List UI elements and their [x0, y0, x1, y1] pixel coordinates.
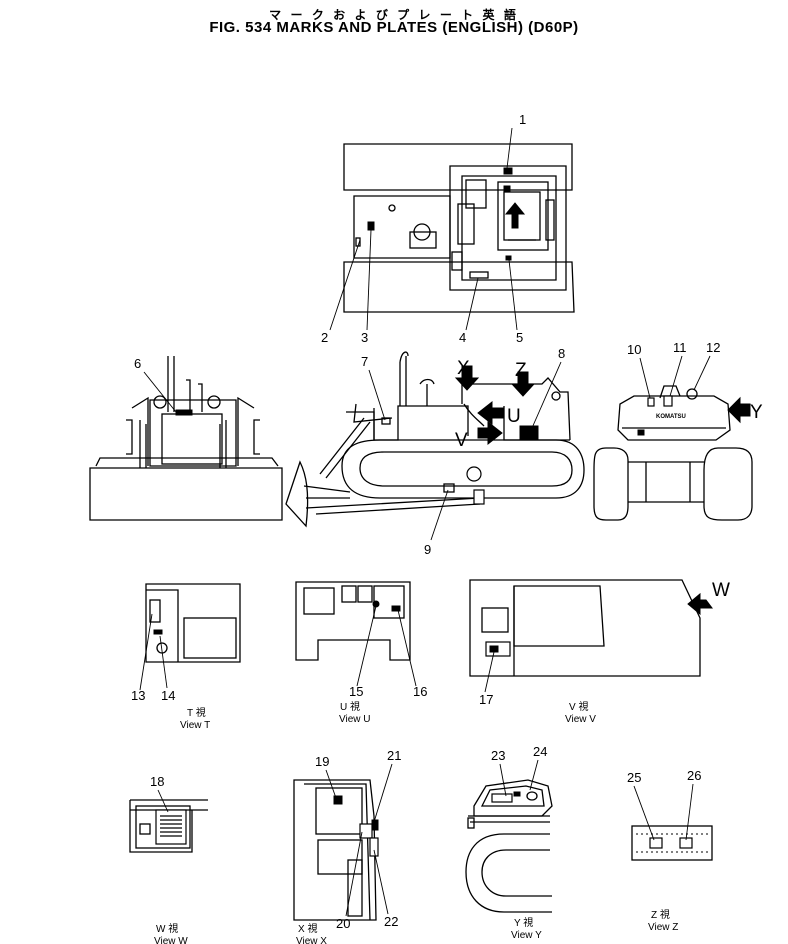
callout-3: 3: [361, 330, 368, 345]
brand-plate: KOMATSU: [656, 414, 686, 420]
callout-1: 1: [519, 112, 526, 127]
view-w-jp: W 視: [156, 922, 178, 935]
front-view: [89, 356, 283, 521]
view-x-detail: [293, 779, 379, 921]
callout-14: 14: [161, 688, 175, 703]
callout-7: 7: [361, 354, 368, 369]
view-x-jp: X 視: [298, 922, 317, 935]
view-w-detail: [129, 799, 208, 853]
callout-10: 10: [627, 342, 641, 357]
view-marker-x: X: [457, 358, 470, 379]
view-w-en: View W: [154, 936, 188, 944]
view-marker-w: W: [712, 580, 730, 601]
japanese-title: マ ー ク お よ び プ レ ー ト 英 語: [269, 8, 519, 22]
view-t-en: View T: [180, 720, 210, 731]
view-z-detail: [631, 825, 713, 861]
view-y-detail: [465, 779, 553, 913]
callout-9: 9: [424, 542, 431, 557]
callout-25: 25: [627, 770, 641, 785]
callout-16: 16: [413, 684, 427, 699]
callout-18: 18: [150, 774, 164, 789]
view-marker-z: Z: [515, 360, 527, 381]
view-x-en: View X: [296, 936, 327, 944]
callout-24: 24: [533, 744, 547, 759]
callout-13: 13: [131, 688, 145, 703]
view-v-en: View V: [565, 714, 596, 725]
view-u-jp: U 視: [340, 700, 360, 713]
callout-15: 15: [349, 684, 363, 699]
view-v-detail: [469, 579, 713, 677]
callout-20: 20: [336, 916, 350, 931]
view-t-detail: [145, 583, 241, 663]
callout-6: 6: [134, 356, 141, 371]
callout-17: 17: [479, 692, 493, 707]
callout-4: 4: [459, 330, 466, 345]
view-z-jp: Z 視: [651, 908, 670, 921]
view-marker-u: U: [507, 406, 521, 427]
callout-26: 26: [687, 768, 701, 783]
callout-21: 21: [387, 748, 401, 763]
callout-19: 19: [315, 754, 329, 769]
callout-23: 23: [491, 748, 505, 763]
top-view-plan: [343, 143, 575, 313]
view-z-en: View Z: [648, 922, 678, 933]
view-u-detail: [295, 581, 411, 661]
view-y-jp: Y 視: [514, 916, 533, 929]
callout-8: 8: [558, 346, 565, 361]
view-u-en: View U: [339, 714, 371, 725]
rear-view: [593, 385, 753, 521]
view-marker-v: V: [455, 430, 468, 451]
view-v-jp: V 視: [569, 700, 588, 713]
callout-12: 12: [706, 340, 720, 355]
figure-title: FIG. 534 MARKS AND PLATES (ENGLISH) (D60…: [209, 19, 579, 36]
callout-2: 2: [321, 330, 328, 345]
callout-5: 5: [516, 330, 523, 345]
side-view: [285, 351, 585, 528]
callout-22: 22: [384, 914, 398, 929]
view-y-en: View Y: [511, 930, 542, 941]
callout-11: 11: [673, 340, 687, 355]
view-marker-y: Y: [750, 402, 763, 423]
view-t-jp: T 視: [187, 706, 206, 719]
